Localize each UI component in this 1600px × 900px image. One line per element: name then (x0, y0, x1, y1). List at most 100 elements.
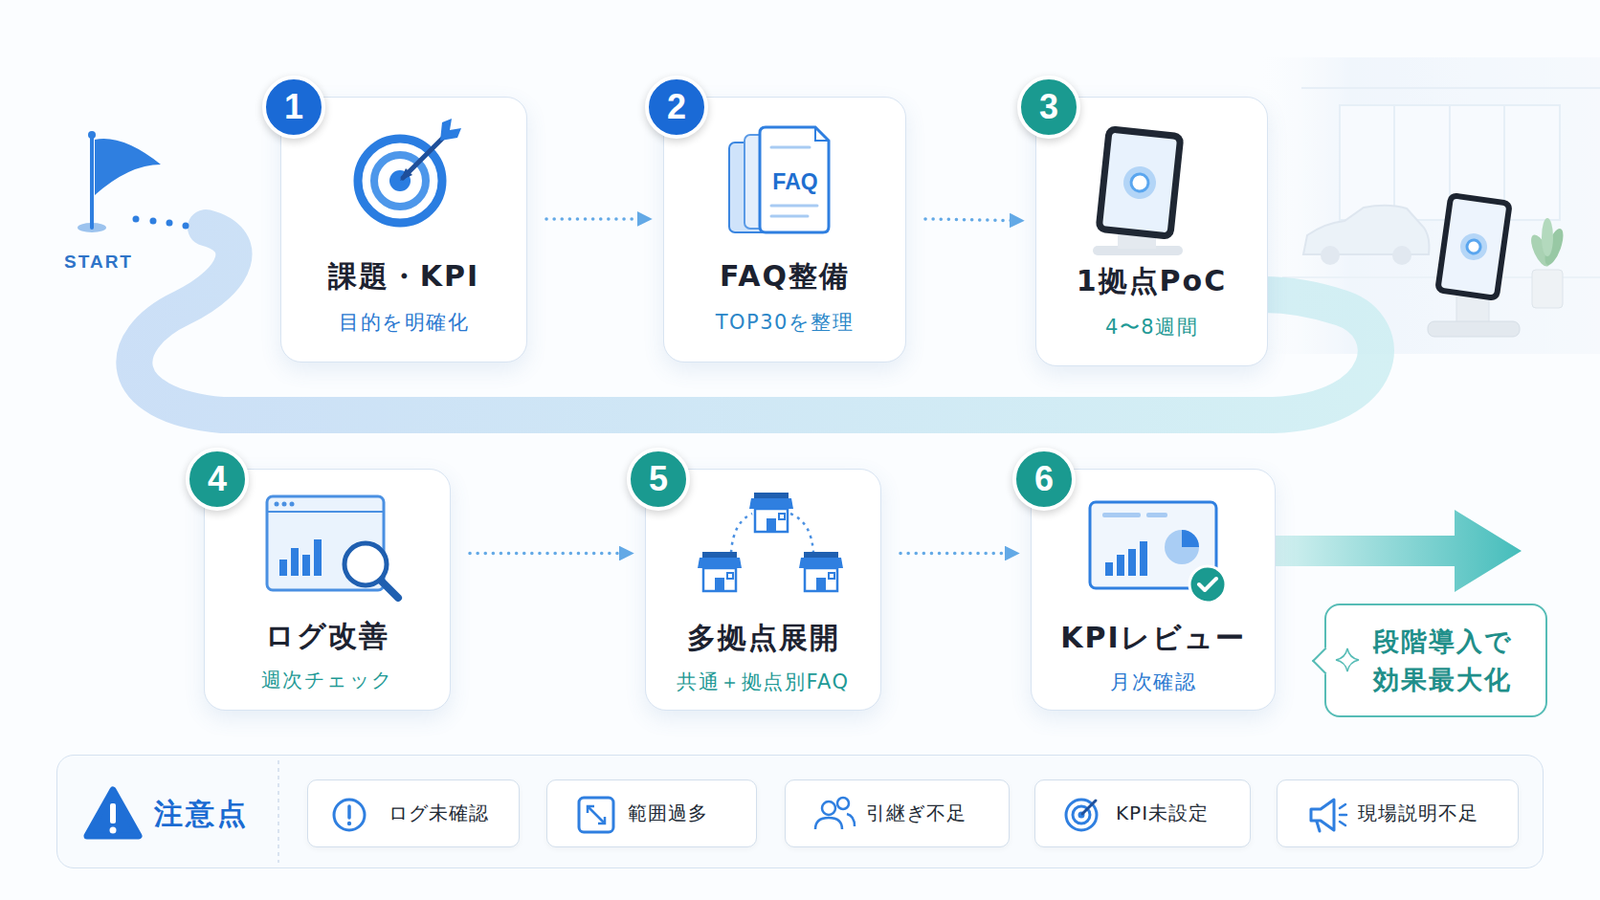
caution-text: 引継ぎ不足 (866, 780, 967, 847)
multi-store-icon (714, 577, 725, 592)
step-title: 課題・KPI (287, 259, 521, 294)
alert-icon (347, 806, 352, 819)
expand-icon (587, 806, 605, 824)
showroom-backdrop (1392, 245, 1412, 266)
step-subtitle: 週次チェック (210, 667, 445, 693)
kpi-review-icon (1089, 502, 1217, 589)
sparkle-icon (1335, 648, 1359, 672)
step-card: 2FAQFAQ整備TOP30を整理 (663, 96, 907, 363)
kpi-review-icon (1189, 566, 1226, 603)
multi-store-icon (749, 492, 794, 533)
kpi-review-icon (1128, 549, 1136, 577)
faq-document-icon (744, 134, 802, 229)
faq-document-icon (729, 127, 829, 233)
expand-icon (578, 798, 614, 833)
faq-document-icon (771, 204, 818, 208)
expand-icon (578, 798, 614, 833)
callout-text: 段階導入で 効果最大化 (1326, 605, 1546, 716)
log-analysis-icon (380, 580, 399, 599)
step-subtitle: TOP30を整理 (669, 310, 900, 335)
flow-arrow (925, 219, 1021, 222)
showroom-backdrop (1301, 87, 1600, 89)
kiosk-tablet (1458, 231, 1489, 263)
step-subtitle: 共通＋拠点別FAQ (651, 669, 875, 695)
step-subtitle: 月次確認 (1037, 669, 1269, 695)
target-icon (357, 138, 443, 223)
multi-store-icon (749, 498, 794, 510)
multi-store-icon (778, 513, 785, 520)
log-analysis-icon (302, 555, 311, 577)
log-analysis-icon (289, 502, 295, 508)
target-icon (400, 168, 413, 181)
start-flag (88, 131, 96, 139)
step-subtitle: 4〜8週間 (1042, 314, 1262, 340)
log-analysis-icon (274, 502, 280, 508)
step-subtitle: 目的を明確化 (287, 310, 521, 335)
tablet-icon (1092, 125, 1185, 256)
kpi-review-icon (1139, 541, 1148, 577)
caution-item: ログ未確認 (307, 779, 520, 848)
multi-store-icon (755, 509, 788, 533)
multi-store-icon (828, 573, 835, 579)
warning-icon (87, 790, 139, 837)
log-analysis-icon (266, 496, 399, 599)
multi-store-icon (702, 552, 737, 558)
step-title: 1拠点PoC (1042, 264, 1262, 299)
kpi-review-icon (1164, 530, 1200, 565)
tablet-icon (1094, 125, 1184, 241)
start-flag (89, 135, 94, 228)
target-small-icon (1082, 800, 1096, 815)
flow-arrow (469, 552, 630, 556)
showroom-backdrop (1393, 105, 1396, 221)
showroom-backdrop (1303, 205, 1429, 255)
kpi-review-icon (1199, 578, 1217, 591)
step-title: ログ改善 (210, 619, 445, 654)
multi-store-icon (697, 557, 742, 569)
plant (1527, 232, 1555, 270)
multi-store-icon (766, 518, 777, 533)
sparkle-icon (1335, 648, 1359, 672)
showroom-backdrop (1244, 57, 1600, 355)
target-icon (402, 136, 445, 178)
kiosk-tablet (1441, 199, 1508, 296)
tablet-icon (1117, 227, 1156, 249)
step-card: 1課題・KPI目的を明確化 (280, 96, 528, 363)
step-title: 多拠点展開 (651, 621, 875, 656)
log-analysis-icon (313, 539, 322, 577)
callout-bubble: 段階導入で 効果最大化 (1324, 603, 1548, 718)
caution-text: ログ未確認 (388, 780, 489, 847)
caution-text: 現場説明不足 (1357, 780, 1479, 847)
plant (1541, 226, 1568, 267)
multi-store-icon (799, 552, 844, 592)
kpi-review-icon (1105, 562, 1113, 577)
target-icon (389, 170, 411, 192)
warning-icon (110, 827, 117, 835)
plant (1541, 218, 1554, 257)
start-flag (94, 138, 161, 196)
step-number: 3 (1017, 75, 1081, 139)
panel-heading: 注意点 (154, 796, 249, 833)
showroom-backdrop (1320, 245, 1340, 266)
multi-store-icon (754, 492, 789, 499)
kpi-review-icon (1102, 512, 1141, 518)
caution-item: 引継ぎ不足 (784, 779, 1010, 848)
multi-store-icon (799, 557, 844, 569)
start-flag (77, 222, 107, 233)
start-label: START (64, 251, 134, 273)
alert-icon (333, 800, 365, 831)
icon-label: FAQ (772, 169, 818, 196)
log-analysis-icon (290, 548, 299, 577)
tablet-icon (1102, 133, 1178, 234)
kpi-review-icon (1089, 502, 1226, 603)
plant (1527, 218, 1567, 309)
target-small-icon (1066, 800, 1097, 831)
log-analysis-icon (282, 502, 288, 508)
people-icon (815, 798, 855, 830)
alert-icon (347, 822, 352, 826)
step-card: 31拠点PoC4〜8週間 (1035, 96, 1268, 367)
caution-item: KPI未設定 (1034, 779, 1251, 848)
step-number: 5 (626, 447, 690, 512)
